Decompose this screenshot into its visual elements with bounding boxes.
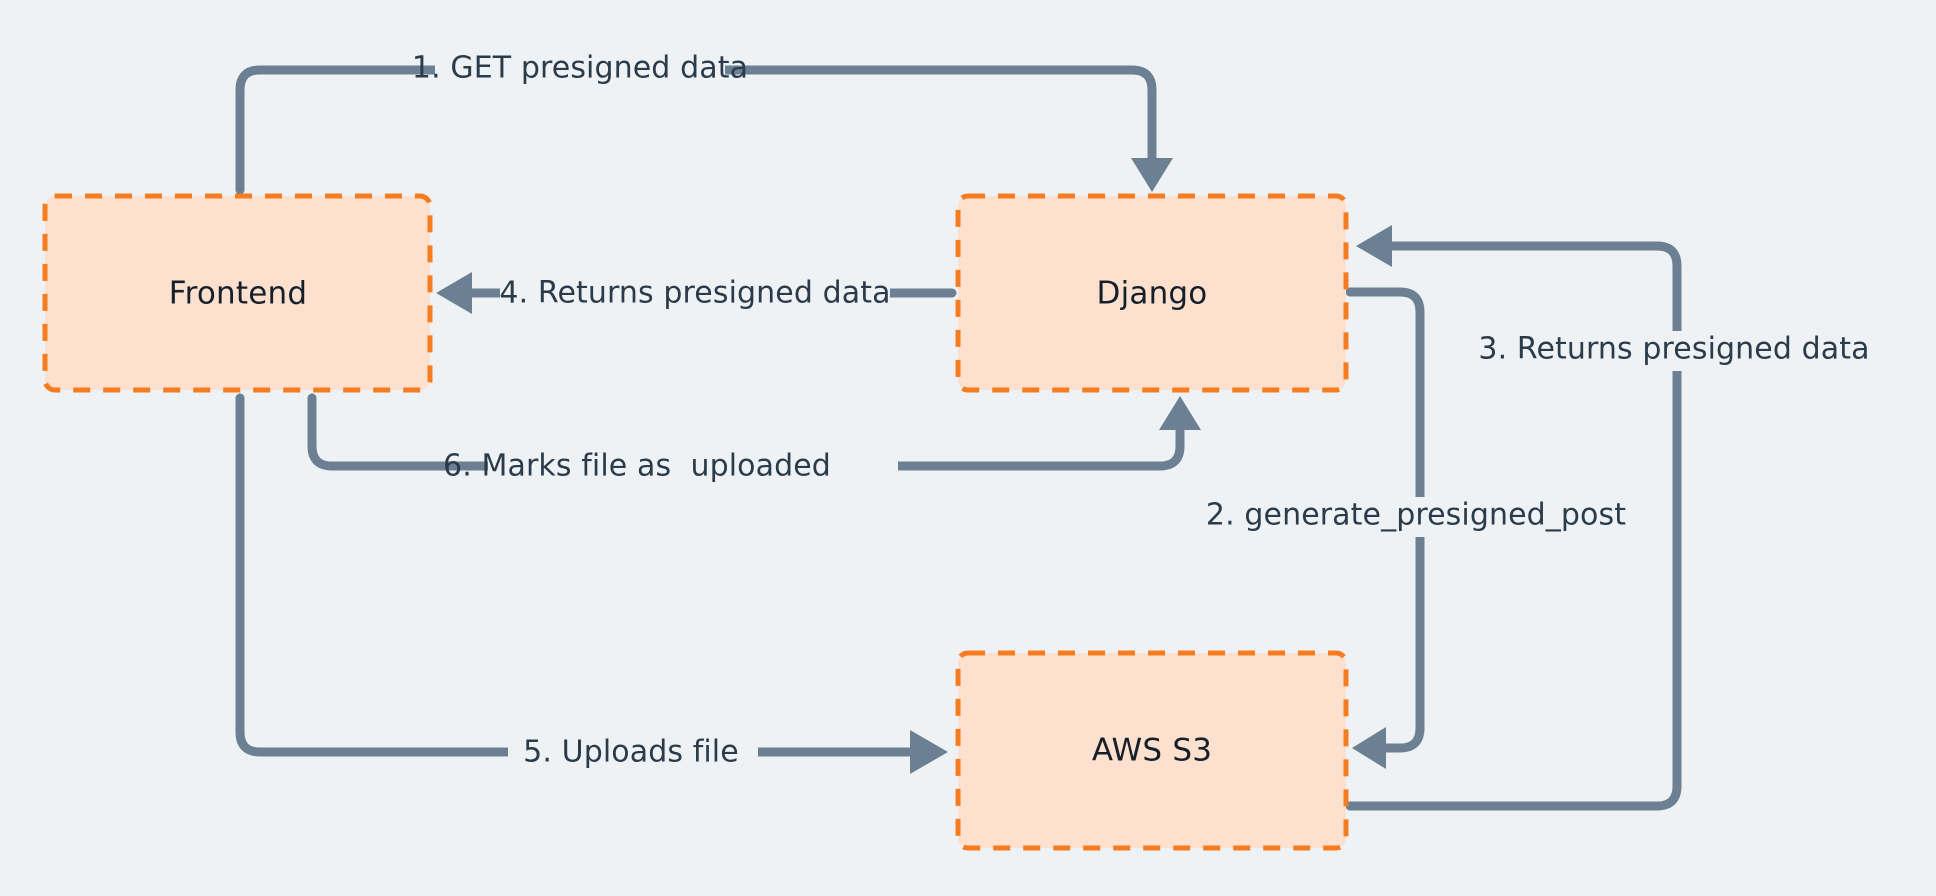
edge-5-label-plate: [508, 734, 758, 774]
edge-3-label: 3. Returns presigned data: [1478, 332, 1869, 367]
edge-2-arrowhead: [1352, 727, 1386, 769]
edge-5-uploads-file[interactable]: 5. Uploads file: [235, 393, 948, 774]
edge-4-label: 4. Returns presigned data: [499, 276, 890, 311]
edge-1-arrowhead: [1131, 158, 1173, 192]
node-aws-s3-label: AWS S3: [1092, 733, 1212, 769]
node-django-box: [955, 193, 1349, 393]
edge-6-marks-file-as-uploaded[interactable]: 6. Marks file as uploaded: [307, 393, 1201, 488]
edge-3-label-plate: [1478, 331, 1868, 371]
edge-2-label-plate: [1205, 497, 1630, 537]
node-aws-s3-box: [955, 650, 1349, 851]
edge-1-label-plate: [435, 48, 725, 90]
edge-5-path: [235, 393, 915, 757]
edge-4-returns-presigned-data[interactable]: 4. Returns presigned data: [436, 272, 957, 316]
node-aws-s3[interactable]: AWS S3: [955, 650, 1349, 851]
node-frontend[interactable]: Frontend: [42, 193, 433, 393]
edge-2-label: 2. generate_presigned_post: [1206, 498, 1626, 533]
edge-2-generate-presigned-post[interactable]: 2. generate_presigned_post: [1205, 287, 1630, 769]
edge-6-label: 6. Marks file as uploaded: [443, 449, 831, 484]
node-frontend-label: Frontend: [169, 276, 307, 312]
edge-6-label-plate: [488, 448, 898, 488]
edge-3-arrowhead: [1356, 225, 1392, 267]
node-frontend-box: [42, 193, 433, 393]
edge-5-arrowhead: [910, 730, 948, 774]
node-django-label: Django: [1097, 276, 1208, 312]
node-django[interactable]: Django: [955, 193, 1349, 393]
edge-4-label-plate: [500, 276, 890, 316]
edge-6-arrowhead: [1159, 396, 1201, 430]
edge-3-returns-presigned-data[interactable]: 3. Returns presigned data: [1345, 225, 1870, 811]
edge-1-label: 1. GET presigned data: [412, 51, 748, 86]
edge-3-path: [1345, 241, 1682, 811]
edge-4-arrowhead: [436, 272, 472, 314]
edge-5-label: 5. Uploads file: [523, 735, 739, 770]
edge-1-get-presigned-data[interactable]: 1. GET presigned data: [235, 48, 1173, 195]
